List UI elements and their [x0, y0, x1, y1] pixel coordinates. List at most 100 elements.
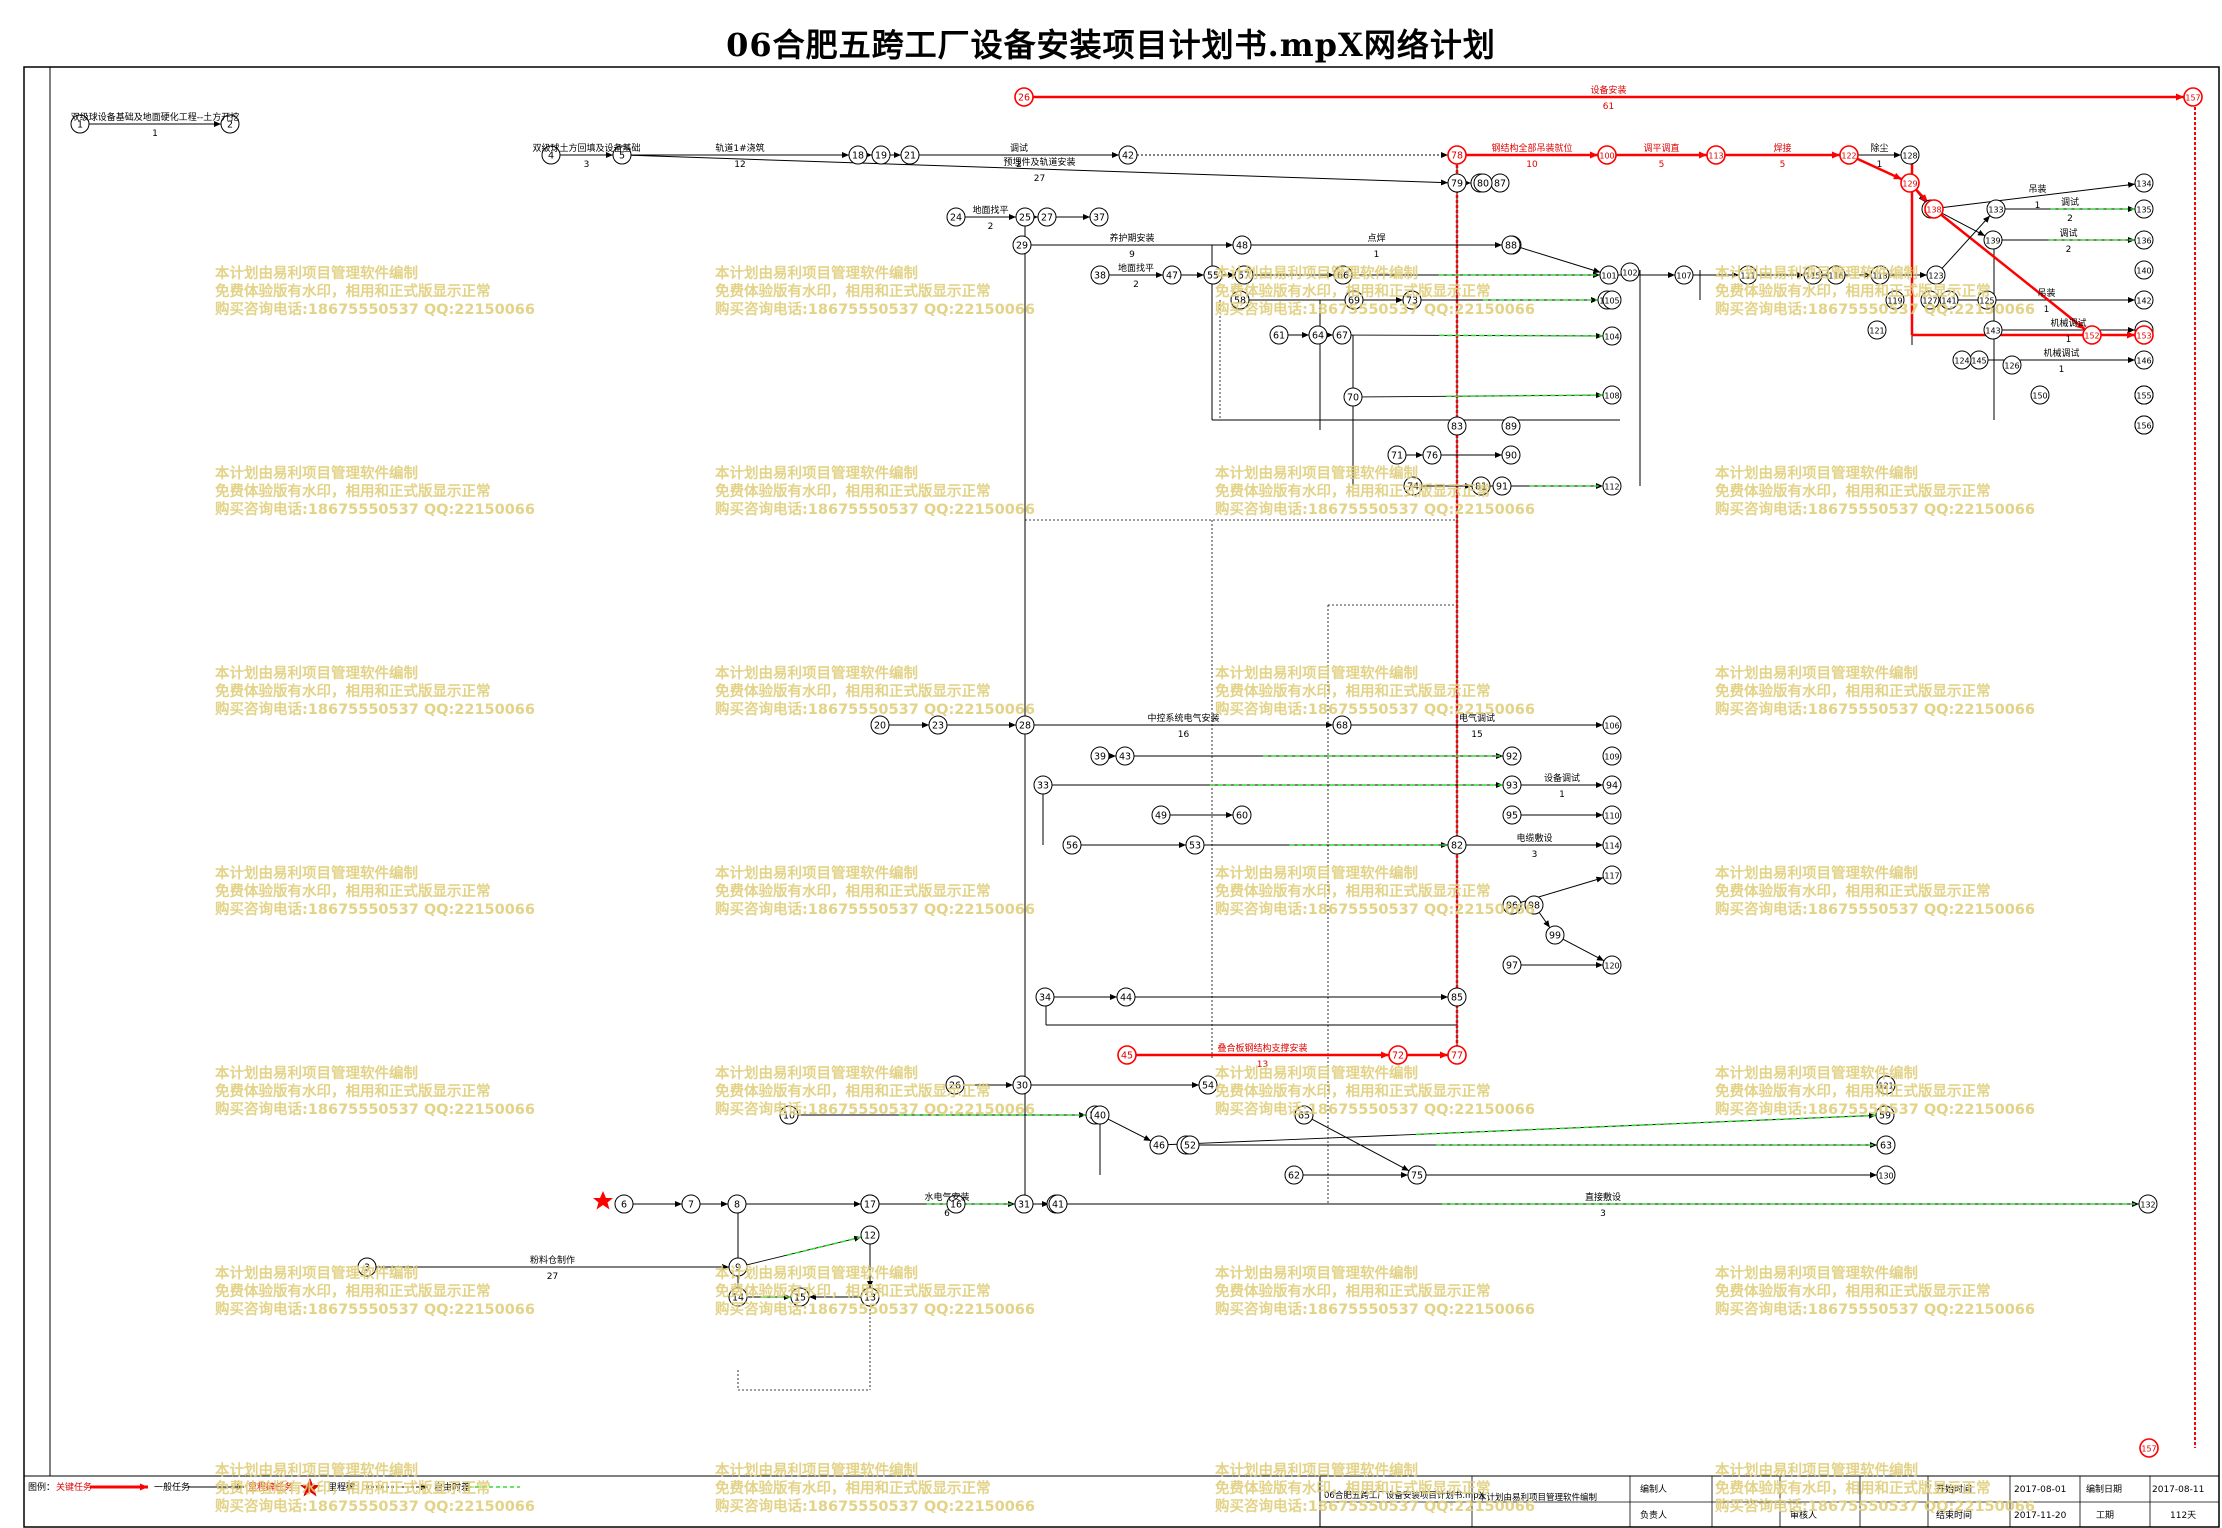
- svg-text:99: 99: [1549, 931, 1561, 942]
- page-title: 06合肥五跨工厂设备安装项目计划书.mpX网络计划: [726, 26, 1496, 64]
- event-node: 126: [2002, 355, 2022, 375]
- watermark: 本计划由易利项目管理软件编制免费体验版有水印，相用和正式版显示正常购买咨询电话:…: [715, 466, 1035, 518]
- event-node: 108: [1602, 385, 1622, 405]
- svg-text:107: 107: [1676, 272, 1691, 281]
- svg-text:98: 98: [1528, 901, 1540, 912]
- free-float-segment: [1439, 334, 1604, 337]
- svg-text:100: 100: [1599, 152, 1614, 161]
- event-node: 6: [614, 1194, 634, 1214]
- event-node: 81: [1471, 476, 1491, 496]
- watermark: 本计划由易利项目管理软件编制免费体验版有水印，相用和正式版显示正常购买咨询电话:…: [715, 1463, 1035, 1515]
- event-node: 47: [1162, 265, 1182, 285]
- event-node: 115: [1803, 265, 1823, 285]
- watermark: 本计划由易利项目管理软件编制免费体验版有水印，相用和正式版显示正常购买咨询电话:…: [1715, 1463, 2035, 1515]
- event-node: 129: [1900, 173, 1920, 193]
- event-node: 12: [860, 1225, 880, 1245]
- svg-text:116: 116: [1828, 272, 1843, 281]
- activity-duration: 1: [1877, 160, 1883, 170]
- activity-name: 焊接: [1773, 142, 1791, 154]
- event-node: 48: [1232, 235, 1252, 255]
- event-node: 53: [1185, 835, 1205, 855]
- activity-duration: 12: [734, 160, 745, 170]
- legend-label: 图例：: [28, 1481, 55, 1493]
- event-node: 28: [1015, 715, 1035, 735]
- svg-text:8: 8: [734, 1200, 740, 1211]
- svg-text:17: 17: [864, 1200, 876, 1211]
- svg-text:70: 70: [1347, 393, 1359, 404]
- event-node: 143: [1983, 320, 2003, 340]
- svg-text:4: 4: [548, 151, 554, 162]
- svg-text:96: 96: [1506, 901, 1518, 912]
- event-node: 67: [1332, 325, 1352, 345]
- svg-text:52: 52: [1184, 1141, 1196, 1152]
- svg-text:18: 18: [852, 151, 864, 162]
- event-node: 102: [1620, 262, 1640, 282]
- svg-text:122: 122: [1841, 152, 1856, 161]
- svg-text:89: 89: [1505, 422, 1517, 433]
- event-node: 44: [1116, 987, 1136, 1007]
- milestone-star-icon: [593, 1191, 613, 1210]
- event-node: 99: [1545, 925, 1565, 945]
- activity-name: 地面找平: [1118, 262, 1154, 274]
- watermark: 本计划由易利项目管理软件编制免费体验版有水印，相用和正式版显示正常购买咨询电话:…: [715, 1266, 1035, 1318]
- svg-text:112: 112: [1604, 483, 1619, 492]
- event-node: 91: [1492, 476, 1512, 496]
- activity-name: 调平调直: [1643, 142, 1679, 154]
- svg-text:87: 87: [1494, 179, 1506, 190]
- svg-text:106: 106: [1604, 722, 1619, 731]
- info-software: 本计划由易利项目管理软件编制: [1478, 1492, 1597, 1503]
- svg-text:31: 31: [1018, 1200, 1030, 1211]
- event-node: 2: [220, 114, 240, 134]
- event-node: 72: [1388, 1045, 1408, 1065]
- event-node: 121: [1867, 320, 1887, 340]
- activity-name: 直接敷设: [1585, 1191, 1621, 1203]
- activity-name: 电气调试: [1459, 712, 1495, 724]
- activity-name: 设备调试: [1544, 772, 1580, 784]
- event-node: 156: [2134, 415, 2154, 435]
- activity-arrow: [1520, 247, 1601, 274]
- event-node: 9: [728, 1257, 748, 1277]
- event-node: 26: [1014, 87, 1034, 107]
- event-node: 34: [1035, 987, 1055, 1007]
- svg-text:125: 125: [1979, 297, 1994, 306]
- event-node: 69: [1344, 290, 1364, 310]
- info-manager-label: 负责人: [1640, 1509, 1667, 1521]
- watermark: 本计划由易利项目管理软件编制免费体验版有水印，相用和正式版显示正常购买咨询电话:…: [1715, 866, 2035, 918]
- svg-text:25: 25: [1019, 213, 1031, 224]
- event-node: 10: [779, 1105, 799, 1125]
- event-node: 16: [946, 1194, 966, 1214]
- svg-text:38: 38: [1094, 271, 1106, 282]
- activity-name: 电缆敷设: [1516, 832, 1552, 844]
- event-node: 43: [1115, 746, 1135, 766]
- info-duration-label: 工期: [2096, 1510, 2114, 1521]
- event-node: 87: [1490, 173, 1510, 193]
- legend-free-float-label: 自由时差: [434, 1481, 470, 1493]
- svg-text:95: 95: [1506, 811, 1518, 822]
- event-node: 60: [1232, 805, 1252, 825]
- event-node: 15: [790, 1287, 810, 1307]
- event-node: 30: [1012, 1075, 1032, 1095]
- event-node: 45: [1117, 1045, 1137, 1065]
- event-node: 42: [1118, 145, 1138, 165]
- svg-text:113: 113: [1708, 152, 1723, 161]
- svg-text:40: 40: [1094, 1111, 1106, 1122]
- svg-text:136: 136: [2136, 237, 2151, 246]
- svg-text:139: 139: [1985, 237, 2000, 246]
- svg-text:1: 1: [77, 120, 83, 131]
- svg-text:117: 117: [1604, 872, 1619, 881]
- svg-text:81: 81: [1475, 482, 1487, 493]
- svg-text:5: 5: [619, 151, 625, 162]
- activity-name: 调试: [2061, 196, 2079, 208]
- watermark: 本计划由易利项目管理软件编制免费体验版有水印，相用和正式版显示正常购买咨询电话:…: [1715, 1066, 2035, 1118]
- event-node: 124: [1952, 350, 1972, 370]
- watermark: 本计划由易利项目管理软件编制免费体验版有水印，相用和正式版显示正常购买咨询电话:…: [1215, 1463, 1535, 1515]
- svg-text:65: 65: [1298, 1111, 1310, 1122]
- svg-text:27: 27: [1041, 213, 1053, 224]
- svg-text:44: 44: [1120, 993, 1132, 1004]
- svg-text:128: 128: [1902, 152, 1917, 161]
- watermark: 本计划由易利项目管理软件编制免费体验版有水印，相用和正式版显示正常购买咨询电话:…: [1215, 666, 1535, 718]
- event-node: 4: [541, 145, 561, 165]
- event-node: 85: [1447, 987, 1467, 1007]
- legend-normal-label: 一般任务: [154, 1481, 190, 1493]
- watermark: 本计划由易利项目管理软件编制免费体验版有水印，相用和正式版显示正常购买咨询电话:…: [215, 266, 535, 318]
